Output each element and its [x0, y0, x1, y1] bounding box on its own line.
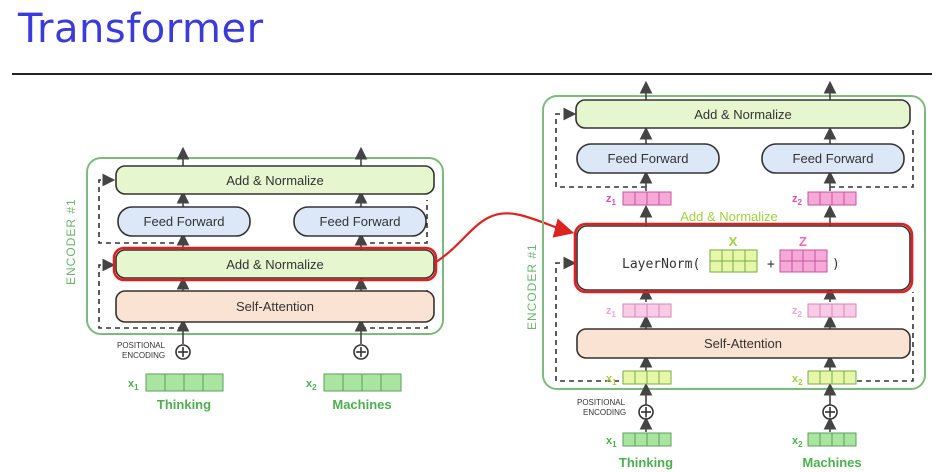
- right-add-normalize-faded-label: Add & Normalize: [680, 209, 778, 224]
- right-word-thinking: Thinking: [619, 455, 673, 470]
- right-self-attention-label: Self-Attention: [704, 336, 782, 351]
- right-feed-forward-2: [761, 143, 905, 174]
- left-feed-forward-2: [293, 206, 427, 237]
- right-layernorm-text: LayerNorm(: [622, 257, 700, 272]
- right-plus-icon-2: [822, 404, 838, 420]
- left-word-machines: Machines: [332, 397, 391, 412]
- right-x1-label: x1: [606, 435, 617, 449]
- right-add-normalize-top: [575, 99, 911, 129]
- right-feed-forward-2-label: Feed Forward: [793, 151, 874, 166]
- left-positional-line1: POSITIONAL: [117, 341, 166, 350]
- right-x2-mid-label: x2: [792, 373, 803, 387]
- zoom-arrow: [435, 212, 575, 263]
- left-encoder-frame: [86, 157, 444, 335]
- left-positional-line2: ENCODING: [122, 351, 165, 360]
- right-x-label: X: [729, 234, 738, 249]
- left-self-attention: [115, 290, 435, 323]
- right-z1-mid-label: z1: [606, 305, 617, 319]
- left-plus-icon-1: [175, 344, 191, 360]
- left-encoder: ENCODER #1 Add & Normalize Feed Forward …: [64, 146, 444, 412]
- slide-title: Transformer: [18, 6, 264, 52]
- left-feed-forward-2-label: Feed Forward: [320, 214, 401, 229]
- left-word-thinking: Thinking: [157, 397, 211, 412]
- right-z1-top-label: z1: [606, 193, 617, 207]
- right-self-attention: [576, 328, 911, 359]
- right-z2-top-label: z2: [792, 193, 803, 207]
- right-z2-mid-vector: [807, 303, 857, 318]
- right-z1-mid-vector: [622, 303, 672, 318]
- left-feed-forward-1-label: Feed Forward: [144, 214, 225, 229]
- left-plus-icon-2: [353, 344, 369, 360]
- right-encoder: ENCODER #1 Add & Normalize Feed Forward …: [525, 80, 926, 470]
- left-x1-label: x1: [128, 378, 139, 392]
- right-positional-line2: ENCODING: [583, 408, 626, 417]
- right-z2-mid-label: z2: [792, 305, 803, 319]
- title-divider: [12, 73, 932, 75]
- left-x2-label: x2: [306, 378, 317, 392]
- left-feed-forward-1: [117, 206, 251, 237]
- left-add-normalize-bottom-label: Add & Normalize: [226, 257, 324, 272]
- right-encoder-frame: [542, 95, 926, 390]
- right-z2-top-vector: [807, 191, 857, 206]
- right-add-normalize-top-label: Add & Normalize: [694, 107, 792, 122]
- right-x2-label: x2: [792, 435, 803, 449]
- left-add-normalize-bottom: [115, 249, 435, 279]
- right-z1-top-vector: [622, 191, 672, 206]
- left-x2-vector: [323, 373, 402, 392]
- right-feed-forward-1-label: Feed Forward: [608, 151, 689, 166]
- right-x-matrix: [709, 249, 758, 273]
- right-plus-text: +: [767, 257, 775, 272]
- left-encoder-label: ENCODER #1: [64, 198, 78, 285]
- right-feed-forward-1: [576, 143, 720, 174]
- right-word-machines: Machines: [802, 455, 861, 470]
- right-plus-icon-1: [638, 404, 654, 420]
- right-z-label: Z: [799, 234, 807, 249]
- right-x2-vector: [807, 432, 857, 447]
- right-highlight-outline: [573, 222, 914, 294]
- right-close-paren: ): [832, 257, 840, 272]
- left-add-normalize-top: [115, 165, 435, 195]
- right-positional-line1: POSITIONAL: [577, 398, 626, 407]
- left-highlight-outline: [112, 246, 438, 282]
- right-encoder-label: ENCODER #1: [525, 243, 539, 330]
- left-x1-vector: [145, 373, 224, 392]
- right-x1-mid-label: x1: [606, 373, 617, 387]
- right-x2-mid-vector: [807, 370, 857, 385]
- right-x1-mid-vector: [622, 370, 672, 385]
- right-z-matrix: [779, 249, 828, 273]
- right-x1-vector: [622, 432, 672, 447]
- left-self-attention-label: Self-Attention: [236, 299, 314, 314]
- left-add-normalize-top-label: Add & Normalize: [226, 173, 324, 188]
